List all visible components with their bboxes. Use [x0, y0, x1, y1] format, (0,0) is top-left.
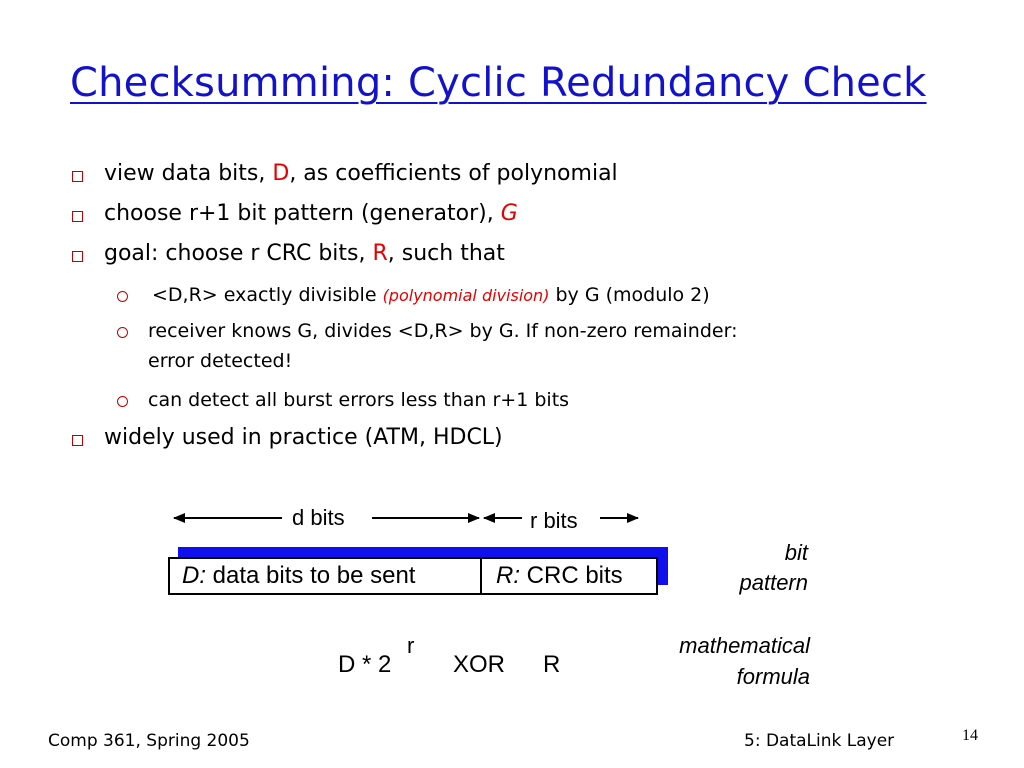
sub-bullet-receiver: receiver knows G, divides <D,R> by G. If…	[148, 320, 738, 342]
data-field: D: data bits to be sent	[182, 562, 415, 590]
d-field-label: D:	[182, 562, 206, 589]
bullet-text: <D,R> exactly divisible	[152, 284, 383, 306]
math-formula-label-line1: mathematical	[679, 633, 810, 658]
bullet-goal: goal: choose r CRC bits, R, such that	[104, 241, 505, 266]
symbol-r: R	[372, 241, 388, 266]
footer-course: Comp 361, Spring 2005	[48, 731, 250, 751]
circle-bullet-icon	[117, 327, 128, 338]
symbol-g: G	[500, 201, 518, 226]
formula-exponent: r	[407, 633, 415, 658]
sub-bullet-burst: can detect all burst errors less than r+…	[148, 389, 570, 411]
bullet-text: choose r+1 bit pattern (generator),	[104, 201, 501, 226]
footer-chapter: 5: DataLink Layer	[744, 731, 895, 751]
square-bullet-icon	[72, 251, 83, 262]
polynomial-division-note: (polynomial division)	[382, 286, 550, 305]
r-bits-label: r bits	[530, 508, 578, 533]
formula-r: R	[543, 651, 561, 678]
sub-bullet-divisible: <D,R> exactly divisible (polynomial divi…	[152, 284, 710, 306]
bit-pattern-box	[168, 557, 658, 595]
bullet-text: by G (modulo 2)	[549, 284, 710, 306]
bullet-text: , as coefficients of polynomial	[289, 161, 618, 186]
d-bits-label: d bits	[292, 505, 345, 530]
square-bullet-icon	[72, 211, 83, 222]
slide-title: Checksumming: Cyclic Redundancy Check	[70, 60, 927, 106]
bullet-data-bits: view data bits, D, as coefficients of po…	[104, 161, 618, 186]
formula-base: D * 2	[338, 651, 392, 678]
crc-field: R: CRC bits	[496, 562, 623, 590]
symbol-d: D	[272, 161, 290, 186]
square-bullet-icon	[72, 435, 83, 446]
square-bullet-icon	[72, 171, 83, 182]
d-field-text: data bits to be sent	[212, 562, 416, 589]
bullet-text: view data bits,	[104, 161, 273, 186]
bit-pattern-label-line1: bit	[784, 540, 808, 565]
bullet-generator: choose r+1 bit pattern (generator), G	[104, 201, 518, 226]
math-formula-label-line2: formula	[736, 664, 810, 689]
formula-xor: XOR	[453, 651, 506, 678]
bit-pattern-label-line2: pattern	[739, 570, 809, 595]
circle-bullet-icon	[117, 291, 128, 302]
r-field-label: R:	[496, 562, 520, 589]
circle-bullet-icon	[117, 396, 128, 407]
r-field-text: CRC bits	[526, 562, 623, 589]
bullet-text: , such that	[387, 241, 505, 266]
page-number: 14	[962, 727, 978, 744]
bullet-text: goal: choose r CRC bits,	[104, 241, 373, 266]
bit-pattern-divider	[480, 557, 482, 595]
bullet-widely-used: widely used in practice (ATM, HDCL)	[104, 425, 503, 450]
sub-bullet-receiver-cont: error detected!	[148, 350, 293, 372]
